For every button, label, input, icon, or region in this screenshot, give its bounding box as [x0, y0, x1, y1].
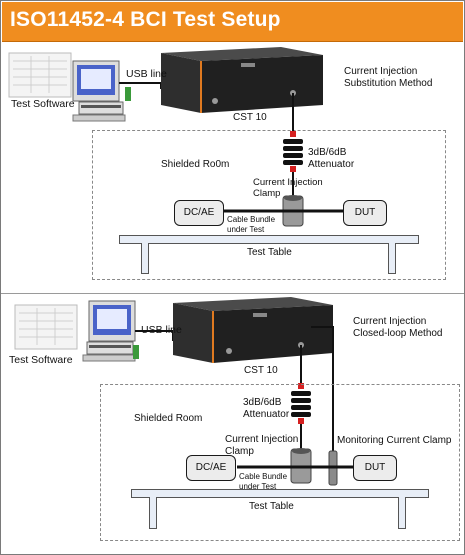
method-label-bottom-2: Closed-loop Method — [353, 328, 443, 339]
test-software-label-bottom: Test Software — [9, 354, 73, 366]
test-table-top — [119, 235, 419, 244]
attenuator-label-bottom-2: Attenuator — [243, 409, 290, 420]
cable-label-bottom-1: Cable Bundle — [239, 472, 288, 481]
table-leg — [398, 497, 406, 529]
room-label-bottom: Shielded Room — [134, 413, 203, 424]
method-label-bottom-1: Current Injection — [353, 316, 427, 327]
computer-workstation-icon — [14, 300, 139, 362]
table-leg — [388, 243, 396, 274]
title-bar: ISO11452-4 BCI Test Setup — [2, 2, 463, 42]
test-software-label-top: Test Software — [11, 98, 75, 110]
shielded-room-bottom — [100, 384, 460, 541]
dut-label: DUT — [364, 462, 386, 473]
clamp-label-bottom-1: Current Injection — [225, 434, 299, 445]
attenuator-coil-icon — [283, 131, 303, 172]
shielded-room-top — [92, 130, 446, 280]
dcae-label: DC/AE — [183, 207, 215, 218]
clamp-label-bottom-2: Clamp — [225, 446, 254, 457]
table-leg — [141, 243, 149, 274]
device-label-bottom: CST 10 — [244, 365, 278, 376]
cable-label-top-1: Cable Bundle — [227, 215, 276, 224]
usb-line-label-top: USB line — [126, 68, 167, 80]
cable-label-top-2: under Test — [227, 225, 265, 234]
usb-line-label-bottom: USB line — [141, 324, 182, 336]
section-divider — [1, 293, 464, 294]
clamp-label-top-1: Current Injection — [253, 177, 323, 188]
computer-workstation-icon — [8, 52, 131, 122]
cable-label-bottom-2: under Test — [239, 482, 277, 491]
method-label-top-2: Substitution Method — [344, 78, 433, 89]
clamp-label-top-2: Clamp — [253, 188, 281, 199]
table-label-bottom: Test Table — [249, 501, 294, 512]
feedback-cable — [311, 326, 334, 453]
cst10-generator-icon — [161, 47, 323, 113]
page-title: ISO11452-4 BCI Test Setup — [10, 8, 281, 31]
dcae-box-bottom: DC/AE — [186, 455, 236, 481]
device-label-top: CST 10 — [233, 112, 267, 123]
dcae-box-top: DC/AE — [174, 200, 224, 226]
table-label-top: Test Table — [247, 247, 292, 258]
attenuator-coil-icon — [291, 383, 311, 424]
attenuator-label-bottom-1: 3dB/6dB — [243, 397, 282, 408]
attenuator-label-top-1: 3dB/6dB — [308, 147, 347, 158]
cst10-generator-icon — [173, 297, 333, 363]
dut-label: DUT — [354, 207, 376, 218]
test-table-bottom — [131, 489, 429, 498]
dcae-label: DC/AE — [195, 462, 227, 473]
dut-box-bottom: DUT — [353, 455, 397, 481]
method-label-top-1: Current Injection — [344, 66, 418, 77]
room-label-top: Shielded Ro0m — [161, 159, 230, 170]
dut-box-top: DUT — [343, 200, 387, 226]
table-leg — [149, 497, 157, 529]
monitor-clamp-label: Monitoring Current Clamp — [337, 435, 452, 446]
attenuator-label-top-2: Attenuator — [308, 159, 355, 170]
